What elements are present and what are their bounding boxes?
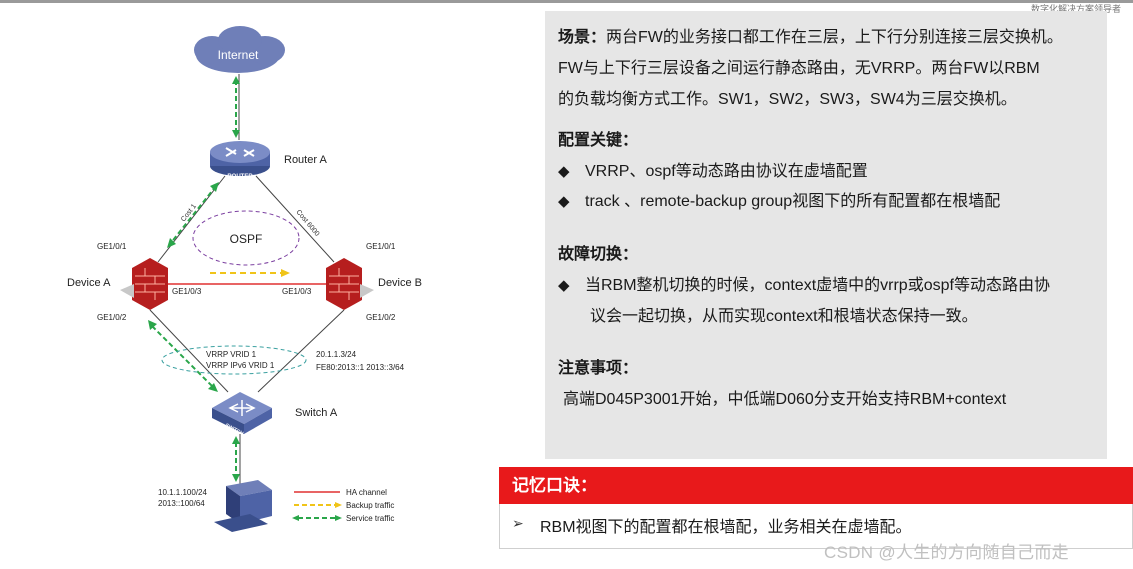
legend-backup-arrow <box>335 502 342 508</box>
failover-bullet: ◆ <box>558 277 570 294</box>
memory-tip-text: RBM视图下的配置都在根墙配，业务相关在虚墙配。 <box>540 519 912 536</box>
watermark: CSDN @人生的方向随自己而走 <box>824 543 1069 562</box>
scenario-line-2: FW与上下行三层设备之间运行静态路由，无VRRP。两台FW以RBM <box>558 60 1040 77</box>
config-item-2: track 、remote-backup group视图下的所有配置都在根墙配 <box>585 193 1001 210</box>
notes-text: 高端D045P3001开始，中低端D060分支开始支持RBM+context <box>563 391 1007 408</box>
config-bullet-2: ◆ <box>558 193 570 210</box>
switch-icon <box>212 392 272 434</box>
legend-service-label: Service traffic <box>346 514 394 523</box>
failover-line-1: 当RBM整机切换的时候，context虚墙中的vrrp或ospf等动态路由协 <box>585 277 1050 294</box>
failover-heading: 故障切换： <box>558 246 639 263</box>
failover-line-2: 议会一起切换，从而实现context和根墙状态保持一致。 <box>590 308 978 325</box>
device-b-port-ha: GE1/0/3 <box>282 287 312 296</box>
ospf-label: OSPF <box>230 232 263 246</box>
device-a-label: Device A <box>67 277 111 289</box>
device-a-firewall-icon <box>120 258 168 310</box>
service-arrow-bottom-up <box>232 436 240 444</box>
scenario-line-3: 的负载均衡方式工作。SW1，SW2，SW3，SW4为三层交换机。 <box>558 91 1017 108</box>
config-heading: 配置关键： <box>558 132 639 149</box>
memory-arrow-icon: ➢ <box>512 515 524 531</box>
switch-label: Switch A <box>295 407 338 419</box>
device-b-firewall-icon <box>326 258 374 310</box>
notes-heading: 注意事项： <box>558 360 639 377</box>
vrrp-label-2: VRRP IPv6 VRID 1 <box>206 361 275 370</box>
service-arrow-left-up <box>210 182 219 192</box>
legend: HA channel Backup traffic Service traffi… <box>292 488 394 523</box>
pc-icon <box>214 480 272 532</box>
brand-text: 数字化解决方案领导者 <box>1030 4 1121 14</box>
top-rule <box>0 0 1133 3</box>
service-arrow-bottom-down <box>232 474 240 482</box>
router-icon <box>210 141 270 176</box>
service-arrow-top-up <box>232 76 240 84</box>
scenario-text-1: 两台FW的业务接口都工作在三层，上下行分别连接三层交换机。 <box>606 29 1063 46</box>
legend-service-arrow-right <box>335 515 342 521</box>
legend-service-arrow-left <box>292 515 299 521</box>
legend-ha-label: HA channel <box>346 488 387 497</box>
device-b-ipv6: FE80:2013::1 2013::3/64 <box>316 363 405 372</box>
service-arrow-lower-up <box>148 320 157 330</box>
device-a-port-up: GE1/0/1 <box>97 242 127 251</box>
scenario-line-1: 场景：两台FW的业务接口都工作在三层，上下行分别连接三层交换机。 <box>558 22 1095 53</box>
backup-arrow <box>281 269 290 277</box>
config-bullet-1: ◆ <box>558 163 570 180</box>
internet-cloud-icon <box>194 26 285 73</box>
device-a-switch-link <box>149 309 229 393</box>
vrrp-label-1: VRRP VRID 1 <box>206 350 257 359</box>
memory-tip-box: 记忆口诀： ➢ RBM视图下的配置都在根墙配，业务相关在虚墙配。 <box>499 467 1133 549</box>
device-b-label: Device B <box>378 277 422 289</box>
router-device-b-link <box>255 175 335 263</box>
service-arrow-lower-down <box>208 383 218 392</box>
service-flow-left <box>169 185 217 245</box>
device-a-port-down: GE1/0/2 <box>97 313 127 322</box>
network-diagram: Internet ROUTER Router A Cost 1 Cost 600… <box>67 26 422 532</box>
memory-tip-body: ➢ RBM视图下的配置都在根墙配，业务相关在虚墙配。 <box>499 504 1133 549</box>
service-flow-lower <box>151 325 215 389</box>
legend-backup-label: Backup traffic <box>346 501 394 510</box>
router-label: Router A <box>284 154 327 166</box>
internet-label: Internet <box>218 48 259 62</box>
device-b-ipv4: 20.1.1.3/24 <box>316 350 357 359</box>
config-item-1: VRRP、ospf等动态路由协议在虚墙配置 <box>585 163 868 180</box>
device-a-port-ha: GE1/0/3 <box>172 287 202 296</box>
device-b-port-up: GE1/0/1 <box>366 242 396 251</box>
router-badge: ROUTER <box>227 174 253 180</box>
pc-ipv6: 2013::100/64 <box>158 499 205 508</box>
memory-tip-title: 记忆口诀： <box>499 467 1133 504</box>
ospf-ring <box>192 210 300 266</box>
service-arrow-left-down <box>167 238 176 248</box>
pc-ipv4: 10.1.1.100/24 <box>158 488 207 497</box>
scenario-heading: 场景： <box>558 29 607 46</box>
service-arrow-top-down <box>232 130 240 138</box>
device-b-port-down: GE1/0/2 <box>366 313 396 322</box>
device-b-switch-link <box>257 309 345 393</box>
info-panel: 场景：两台FW的业务接口都工作在三层，上下行分别连接三层交换机。 FW与上下行三… <box>545 11 1107 459</box>
vrrp-ring <box>161 345 307 375</box>
